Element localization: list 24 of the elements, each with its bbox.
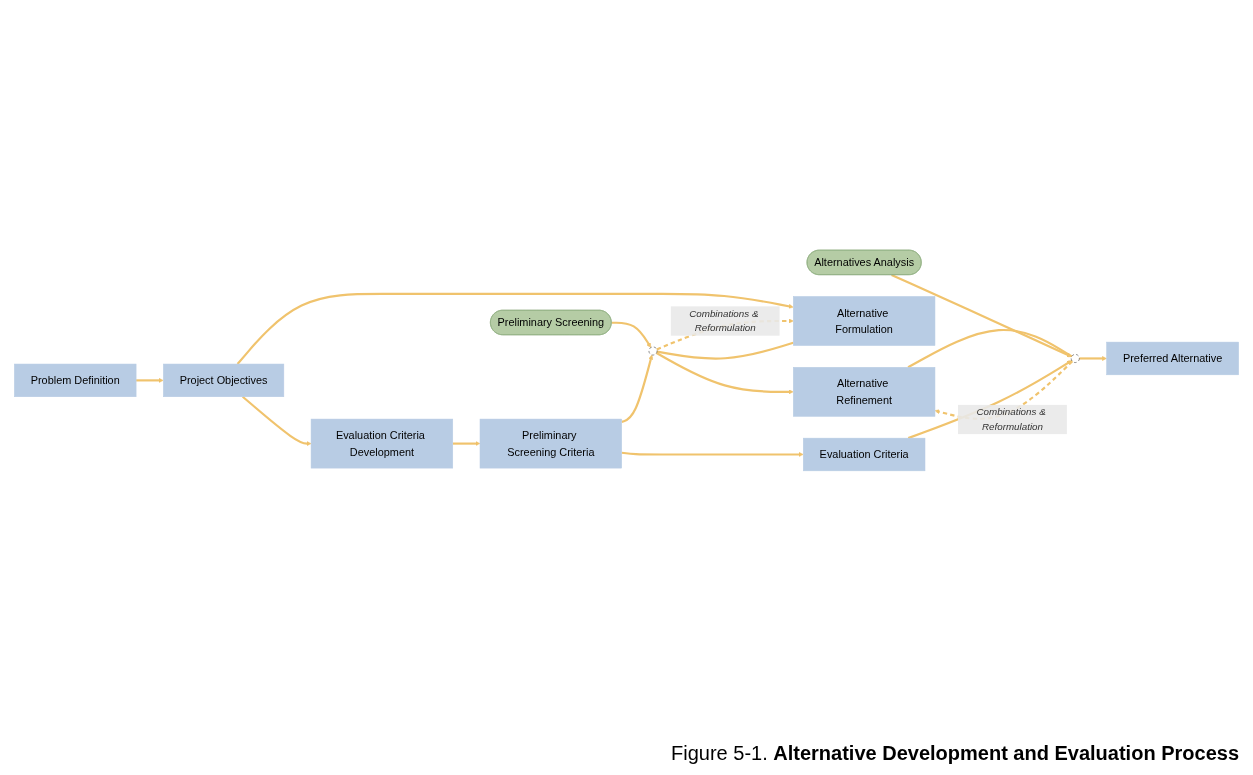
node-box: Project Objectives bbox=[163, 363, 285, 397]
figure-caption: Figure 5-1. Alternative Development and Evaluation Process bbox=[671, 742, 1239, 765]
node-circle bbox=[1070, 354, 1080, 363]
node-box: Alternative Refinement bbox=[793, 367, 936, 417]
arrow bbox=[452, 441, 481, 446]
node-box: Preliminary Screening Criteria bbox=[479, 418, 622, 469]
edge-label: Combinations & Reformulation bbox=[689, 307, 759, 334]
connector bbox=[907, 328, 1073, 369]
arrow bbox=[1079, 356, 1107, 361]
arrow bbox=[656, 352, 794, 395]
arrow bbox=[621, 451, 804, 457]
node-box: Preferred Alternative bbox=[1106, 341, 1239, 376]
node-circle bbox=[648, 346, 658, 356]
arrow bbox=[136, 378, 164, 383]
connector bbox=[656, 341, 794, 360]
arrow bbox=[621, 354, 654, 423]
arrow bbox=[242, 395, 312, 446]
edge-label: Combinations & Reformulation bbox=[976, 406, 1046, 433]
node-box: Alternative Formulation bbox=[793, 296, 936, 346]
node-box: Evaluation Criteria bbox=[803, 437, 926, 472]
arrow bbox=[891, 273, 1072, 358]
node-box: Problem Definition bbox=[14, 363, 137, 397]
node-box: Evaluation Criteria Development bbox=[310, 418, 454, 469]
arrow bbox=[611, 321, 652, 348]
